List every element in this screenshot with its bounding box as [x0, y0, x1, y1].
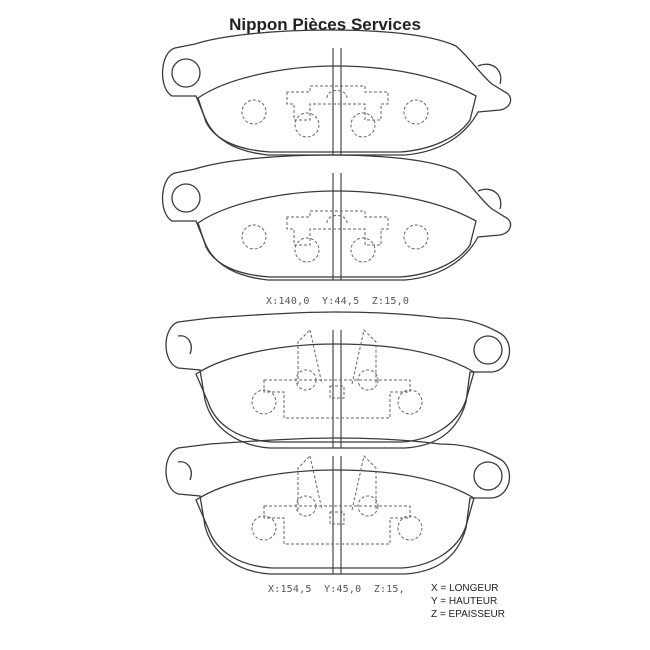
dimension-legend: X = LONGEUR Y = HAUTEUR Z = EPAISSEUR [431, 582, 505, 621]
legend-y: Y = HAUTEUR [431, 596, 498, 607]
page-title: Nippon Pièces Services [229, 15, 421, 34]
pad-set-2-inner-pad [165, 437, 511, 575]
pad-set-1-dimensions: X:140,0 Y:44,5 Z:15,0 [266, 296, 410, 307]
pad-set-2-dimensions: X:154,5 Y:45,0 Z:15, [268, 584, 405, 595]
pad-set-1-inner-pad [161, 154, 512, 281]
legend-z: Z = EPAISSEUR [431, 609, 506, 620]
legend-x: X = LONGEUR [431, 583, 499, 594]
pad-set-2-outer-pad [165, 311, 511, 449]
pad-set-1-outer-pad [161, 29, 512, 156]
